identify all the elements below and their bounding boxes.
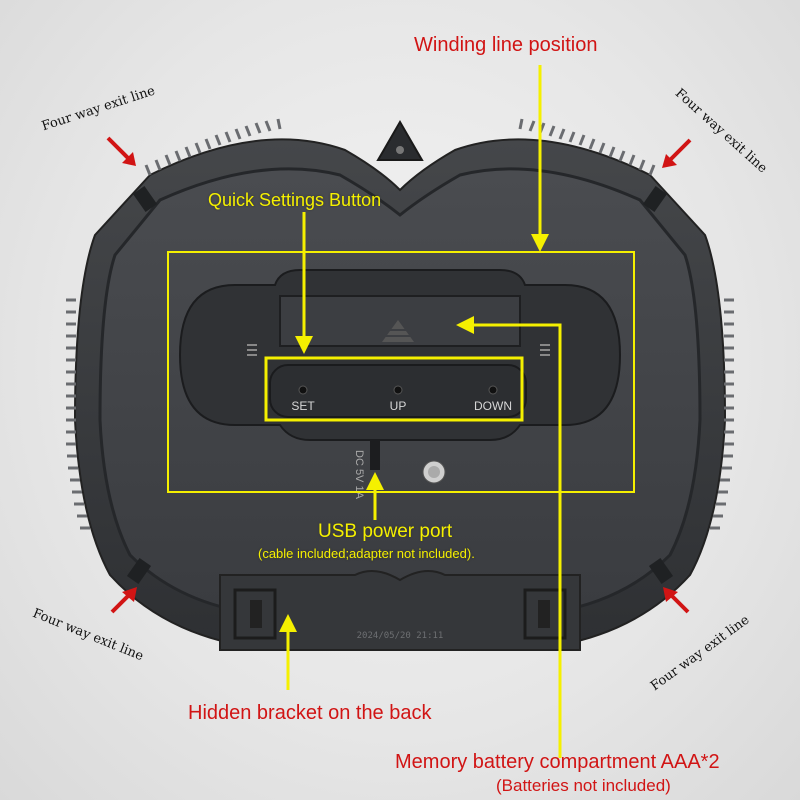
winding-area-box bbox=[167, 251, 635, 493]
vent-ribs-top-right bbox=[518, 118, 656, 176]
set-button bbox=[298, 385, 308, 395]
vent-ribs-right bbox=[710, 298, 734, 530]
vent-ribs-left bbox=[66, 298, 90, 530]
usb-note: (cable included;adapter not included). bbox=[258, 546, 475, 561]
set-label: SET bbox=[291, 399, 315, 413]
red-arrows bbox=[106, 136, 692, 614]
hidden-bracket bbox=[219, 570, 581, 651]
screw bbox=[422, 460, 446, 484]
dc-label: DC 5V 1A bbox=[353, 450, 365, 500]
exit-notches bbox=[126, 185, 674, 585]
vent-ribs-top-left bbox=[144, 118, 282, 176]
bracket-label: Hidden bracket on the back bbox=[188, 702, 432, 724]
up-button bbox=[393, 385, 403, 395]
battery-label: Memory battery compartment AAA*2 bbox=[395, 751, 720, 773]
down-label: DOWN bbox=[474, 399, 512, 413]
quick-settings-box bbox=[264, 356, 524, 422]
down-button bbox=[488, 385, 498, 395]
quick-settings-label: Quick Settings Button bbox=[208, 190, 382, 210]
usb-label: USB power port bbox=[318, 521, 453, 542]
yellow-arrows bbox=[279, 65, 562, 758]
winding-label: Winding line position bbox=[414, 34, 598, 56]
usb-port bbox=[370, 440, 380, 470]
panel-ticks bbox=[247, 344, 550, 356]
battery-note: (Batteries not included) bbox=[496, 776, 671, 795]
hanger-keyhole bbox=[376, 120, 424, 161]
up-label: UP bbox=[390, 399, 407, 413]
serial-text: 2024/05/20 21:11 bbox=[357, 631, 444, 641]
